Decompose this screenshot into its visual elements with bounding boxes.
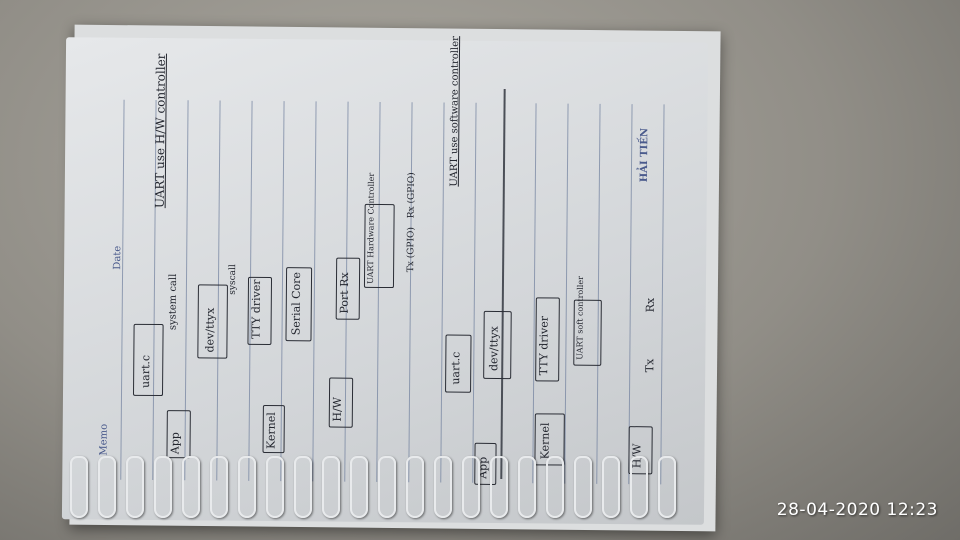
kernel-label-right: Kernel [538, 422, 552, 460]
ruled-line [596, 103, 601, 484]
spiral-ring [98, 456, 116, 518]
page-divider-line [500, 89, 506, 480]
ruled-line [376, 101, 381, 482]
hw-controller-label: UART Hardware Controller [365, 172, 376, 284]
spiral-ring [658, 456, 676, 518]
spiral-ring [518, 456, 536, 518]
spiral-ring [70, 456, 88, 518]
ruled-line [120, 99, 125, 480]
left-diagram-title: UART use H/W controller [152, 53, 168, 209]
ruled-line [472, 102, 477, 483]
tty-driver-label-right: TTY driver [537, 315, 551, 376]
printed-date-label: Date [112, 245, 124, 270]
syscall-label: syscall [227, 264, 239, 295]
dev-label-right: dev/ttyx [487, 326, 501, 372]
spiral-ring [350, 456, 368, 518]
uart-c-label-right: uart.c [449, 351, 463, 385]
app-label-left: App [168, 432, 182, 455]
ports-label: Port Rx [337, 272, 352, 314]
printed-memo-label: Memo [98, 423, 110, 456]
date-time-stamp: 28-04-2020 12:23 [776, 500, 938, 520]
rx-gpio-label: Rx (GPIO) [406, 172, 417, 219]
serial-core-label: Serial Core [289, 271, 304, 336]
dev-label-left: dev/ttyx [203, 307, 217, 353]
ruled-line [312, 101, 317, 482]
spiral-ring [602, 456, 620, 518]
tx-label-right: Tx [643, 358, 657, 373]
spiral-ring [322, 456, 340, 518]
rx-label-right: Rx [643, 297, 657, 313]
spiral-ring [574, 456, 592, 518]
spiral-ring [406, 456, 424, 518]
hw-label-left: H/W [330, 396, 344, 422]
system-call-label: system call [167, 273, 180, 331]
spiral-ring [378, 456, 396, 518]
ruled-line [564, 103, 569, 484]
notebook-page: Memo Date HẢI TIẾN UART use H/W controll… [61, 36, 709, 525]
spiral-ring [490, 456, 508, 518]
spiral-ring [434, 456, 452, 518]
spiral-ring [210, 456, 228, 518]
spiral-ring [182, 456, 200, 518]
spiral-ring [126, 456, 144, 518]
spiral-ring [546, 456, 564, 518]
spiral-ring [154, 456, 172, 518]
spiral-ring [294, 456, 312, 518]
right-diagram-title: UART use software controller [448, 36, 462, 187]
kernel-label-left: Kernel [264, 412, 278, 450]
ruled-line [440, 102, 445, 483]
spiral-ring [630, 456, 648, 518]
spiral-ring [238, 456, 256, 518]
tty-driver-label-left: TTY driver [249, 279, 264, 339]
uart-c-label-left: uart.c [139, 354, 153, 388]
spiral-ring [266, 456, 284, 518]
ruled-line [660, 104, 665, 485]
spiral-ring [462, 456, 480, 518]
sw-controller-label: UART soft controller [575, 276, 586, 360]
tx-gpio-label: Tx (GPIO) [406, 227, 417, 273]
ruled-line [408, 102, 413, 483]
printed-brand-label: HẢI TIẾN [638, 127, 651, 183]
